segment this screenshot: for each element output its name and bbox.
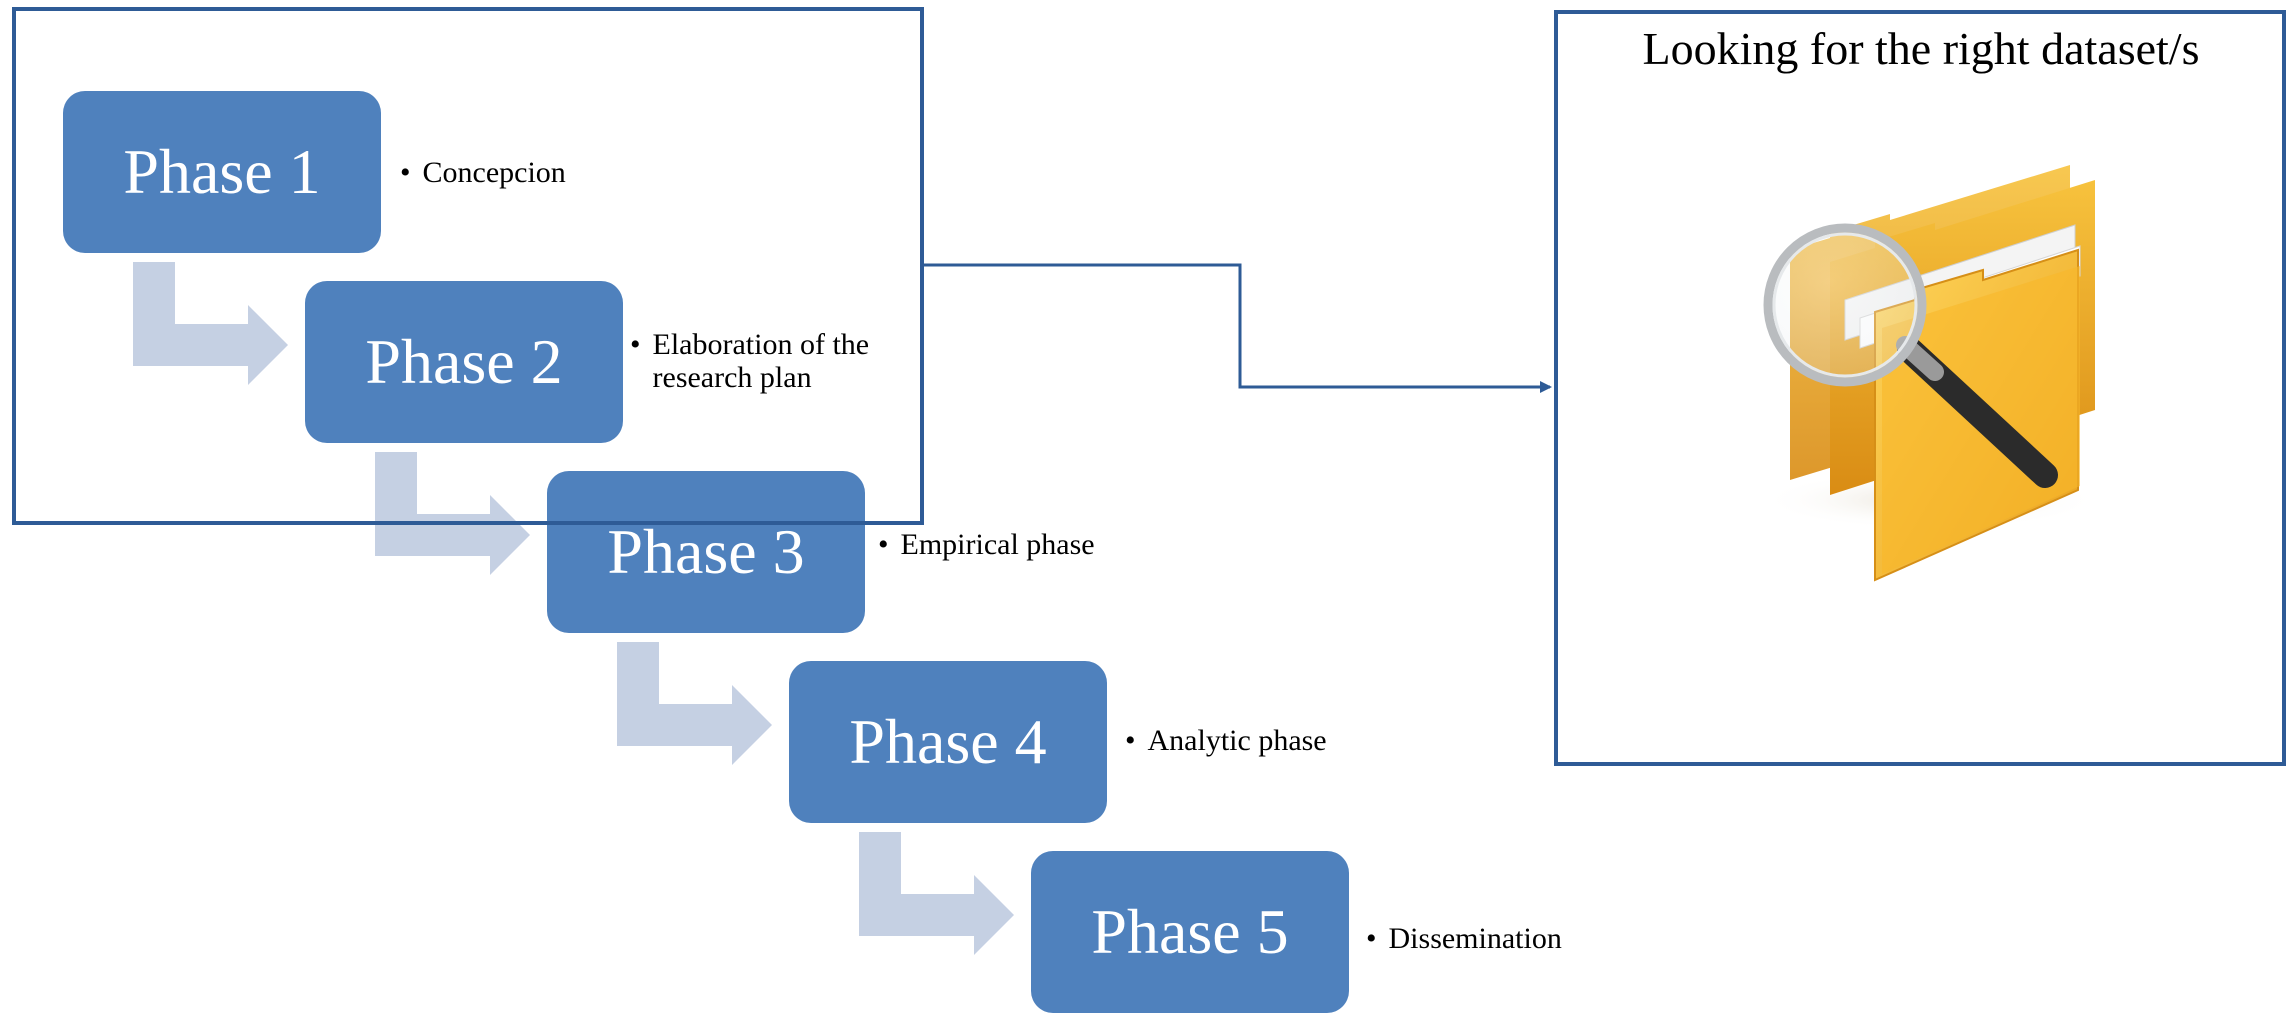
bullet-point: • xyxy=(1366,922,1377,955)
phase-5-description: • Dissemination xyxy=(1366,922,1562,955)
phase-4-box: Phase 4 xyxy=(789,661,1107,823)
phase-3-desc-text: Empirical phase xyxy=(900,528,1095,561)
phase-2-desc-text: Elaboration of the research plan xyxy=(653,328,870,394)
phase-1-description: • Concepcion xyxy=(400,156,566,189)
dataset-callout-title: Looking for the right dataset/s xyxy=(1642,23,2200,74)
bullet-point: • xyxy=(630,328,641,361)
phase-5-desc-text: Dissemination xyxy=(1388,922,1562,955)
bullet-point: • xyxy=(1125,724,1136,757)
bullet-point: • xyxy=(400,156,411,189)
phase-2-box: Phase 2 xyxy=(305,281,623,443)
phase-4-label: Phase 4 xyxy=(849,706,1047,777)
phase-3-description: • Empirical phase xyxy=(878,528,1095,561)
phase-4-desc-text: Analytic phase xyxy=(1147,724,1327,757)
phase-1-desc-text: Concepcion xyxy=(422,156,566,189)
phase-2-desc-line-2: research plan xyxy=(652,361,812,394)
phase-1-box: Phase 1 xyxy=(63,91,381,253)
phase-3-label: Phase 3 xyxy=(607,516,805,587)
phase-2-desc-line-1: Elaboration of the xyxy=(652,328,870,361)
connector-arrow-1-to-2 xyxy=(133,262,288,385)
phase-2-description: • Elaboration of the research plan xyxy=(630,328,869,394)
connector-arrow-4-to-5 xyxy=(859,832,1014,955)
dataset-callout-frame xyxy=(1554,10,2286,766)
bullet-point: • xyxy=(878,528,889,561)
phase-4-description: • Analytic phase xyxy=(1125,724,1327,757)
phase-5-box: Phase 5 xyxy=(1031,851,1349,1013)
connector-arrow-2-to-3 xyxy=(375,452,530,575)
folder-magnifier-icon xyxy=(1760,165,2100,582)
connector-arrow-3-to-4 xyxy=(617,642,772,765)
phase-1-label: Phase 1 xyxy=(123,136,321,207)
phase-5-label: Phase 5 xyxy=(1091,896,1289,967)
phase-2-label: Phase 2 xyxy=(365,326,563,397)
phase-3-box: Phase 3 xyxy=(547,471,865,633)
